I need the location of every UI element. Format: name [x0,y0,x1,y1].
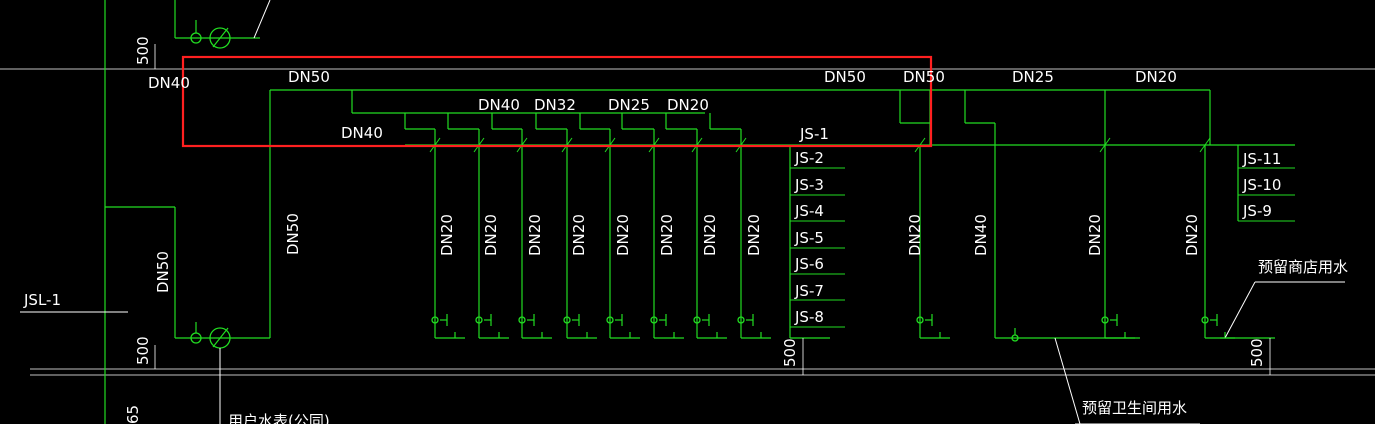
label-js1: JS-1 [799,125,829,143]
label-wc-water: 预留卫生间用水 [1082,399,1187,417]
fixture-valve [1101,316,1109,324]
vlabel-dn20-9: DN20 [906,214,924,256]
label-js3: JS-3 [794,176,824,194]
label-js4: JS-4 [794,202,824,220]
dim-500-top: 500 [134,36,152,65]
fixture-valve [606,316,614,324]
vlabel-dn20-10: DN20 [1086,214,1104,256]
fixture-valve [431,316,439,324]
label-js5: JS-5 [794,229,824,247]
label-dn40-c: DN40 [341,124,383,142]
label-js6: JS-6 [794,255,824,273]
vlabel-dn20-4: DN20 [570,214,588,256]
label-js7: JS-7 [794,282,824,300]
label-dn20-b: DN20 [667,96,709,114]
pipe-line [212,27,229,48]
fixture-valve [475,316,483,324]
vlabel-dn20-5: DN20 [614,214,632,256]
dim-500-mid: 500 [781,338,799,367]
vlabel-dn20-6: DN20 [658,214,676,256]
label-dn50-mid2: DN50 [903,68,945,86]
leader-line [1224,281,1256,339]
leader-line [1054,337,1081,424]
dim-500-left: 500 [134,336,152,365]
label-jsl1: JSL-1 [23,291,61,309]
label-dn20-right: DN20 [1135,68,1177,86]
pipe-line [212,327,229,348]
fixture-valve [650,316,658,324]
fixture-valve [518,316,526,324]
label-dn25-b: DN25 [608,96,650,114]
vlabel-dn20-8: DN20 [745,214,763,256]
fixture-valve [916,316,924,324]
highlight-box [181,55,933,148]
label-js2: JS-2 [794,149,824,167]
vlabel-dn20-3: DN20 [526,214,544,256]
dim-500-right: 500 [1248,338,1266,367]
label-dn50-left: DN50 [288,68,330,86]
fixture-valve [563,316,571,324]
leader-line [253,0,271,39]
label-js11: JS-11 [1242,150,1281,168]
label-js9: JS-9 [1242,202,1272,220]
vlabel-dn20-1: DN20 [438,214,456,256]
diagram-labels: DN40 DN50 DN50 DN50 DN25 DN20 DN40 DN32 … [23,36,1348,424]
label-meter-note: 用户水表(公同) [228,412,330,424]
fixture-valve [693,316,701,324]
vlabel-dn50-left: DN50 [154,251,172,293]
dim-65: 65 [124,405,142,424]
label-js10: JS-10 [1242,176,1281,194]
vlabel-dn20-2: DN20 [482,214,500,256]
label-shop-water: 预留商店用水 [1258,258,1348,276]
fixture-valve [737,316,745,324]
label-dn50-mid: DN50 [824,68,866,86]
label-dn40-b: DN40 [478,96,520,114]
vlabel-dn50-mid: DN50 [284,213,302,255]
pipe-tick [1099,137,1111,153]
fixture-valve [1201,316,1209,324]
label-dn32-b: DN32 [534,96,576,114]
label-dn25-right: DN25 [1012,68,1054,86]
pipe-tick [1199,137,1211,153]
label-js8: JS-8 [794,308,824,326]
vlabel-dn20-11: DN20 [1183,214,1201,256]
water-meter-symbol [209,27,231,49]
label-dn40-top: DN40 [148,74,190,92]
vlabel-dn20-7: DN20 [701,214,719,256]
vlabel-dn40-r: DN40 [972,214,990,256]
